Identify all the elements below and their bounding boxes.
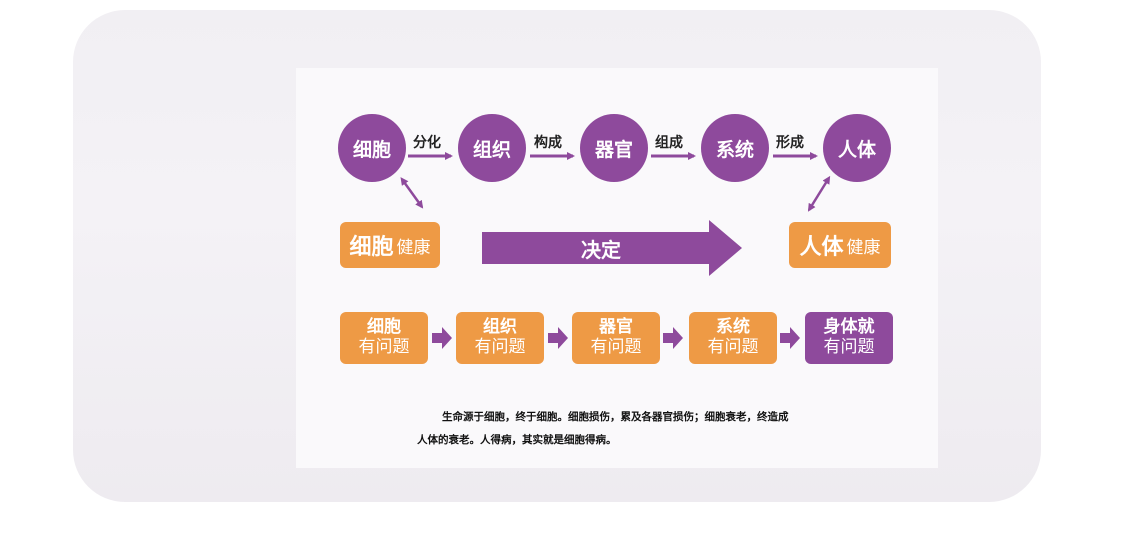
verb-form: 形成 (776, 135, 804, 151)
problem-cell-bottom: 有问题 (358, 337, 410, 357)
node-organ: 器官 (580, 114, 648, 182)
problem-system: 系统有问题 (689, 312, 777, 364)
problem-cell: 细胞有问题 (340, 312, 428, 364)
small-arrow-2 (548, 327, 568, 349)
node-tissue: 组织 (458, 114, 526, 182)
verb-constitute: 构成 (534, 135, 562, 151)
small-arrow-4 (780, 327, 800, 349)
decide-label: 决定 (581, 238, 621, 262)
problem-tissue: 组织有问题 (456, 312, 544, 364)
node-system: 系统 (701, 114, 769, 182)
double-arrow-right (807, 175, 831, 212)
arrows-layer (400, 152, 831, 349)
node-body-label: 人体 (837, 138, 876, 161)
body-health-box: 人体健康 (789, 222, 891, 268)
cell-health-box: 细胞健康 (340, 222, 440, 268)
image-card: 细胞 组织 器官 系统 人体 分化 构成 组成 形成 细胞健康 人体健康 决定 … (73, 10, 1041, 502)
problem-tissue-top: 组织 (483, 317, 517, 338)
problem-organ-bottom: 有问题 (590, 337, 642, 357)
cell-health-big: 细胞 (349, 235, 394, 260)
diagram-panel: 细胞 组织 器官 系统 人体 分化 构成 组成 形成 细胞健康 人体健康 决定 … (296, 68, 938, 468)
caption-line-2: 人体的衰老。人得病，其实就是细胞得病。 (417, 434, 617, 446)
verb-differentiate: 分化 (413, 135, 441, 151)
node-system-label: 系统 (715, 138, 754, 161)
small-arrow-3 (663, 327, 683, 349)
cell-health-small: 健康 (396, 237, 431, 258)
node-cell: 细胞 (338, 114, 406, 182)
caption-line-1: 生命源于细胞，终于细胞。细胞损伤，累及各器官损伤；细胞衰老，终造成 (442, 411, 789, 423)
verb-compose: 组成 (655, 135, 683, 151)
node-body: 人体 (823, 114, 891, 182)
problem-organ-top: 器官 (599, 317, 633, 338)
problem-cell-top: 细胞 (367, 317, 401, 338)
problem-body-top: 身体就 (823, 317, 875, 338)
problem-system-bottom: 有问题 (707, 337, 759, 357)
problem-organ: 器官有问题 (572, 312, 660, 364)
problem-system-top: 系统 (716, 317, 750, 338)
node-cell-label: 细胞 (352, 138, 391, 161)
body-health-big: 人体 (799, 235, 844, 260)
problem-tissue-bottom: 有问题 (474, 337, 526, 357)
double-arrow-left (400, 177, 424, 209)
problem-body: 身体就有问题 (805, 312, 893, 364)
node-tissue-label: 组织 (472, 138, 511, 161)
decide-arrow (482, 220, 742, 276)
body-health-small: 健康 (846, 237, 881, 258)
problem-body-bottom: 有问题 (823, 337, 875, 357)
small-arrow-1 (432, 327, 452, 349)
node-organ-label: 器官 (594, 138, 633, 161)
